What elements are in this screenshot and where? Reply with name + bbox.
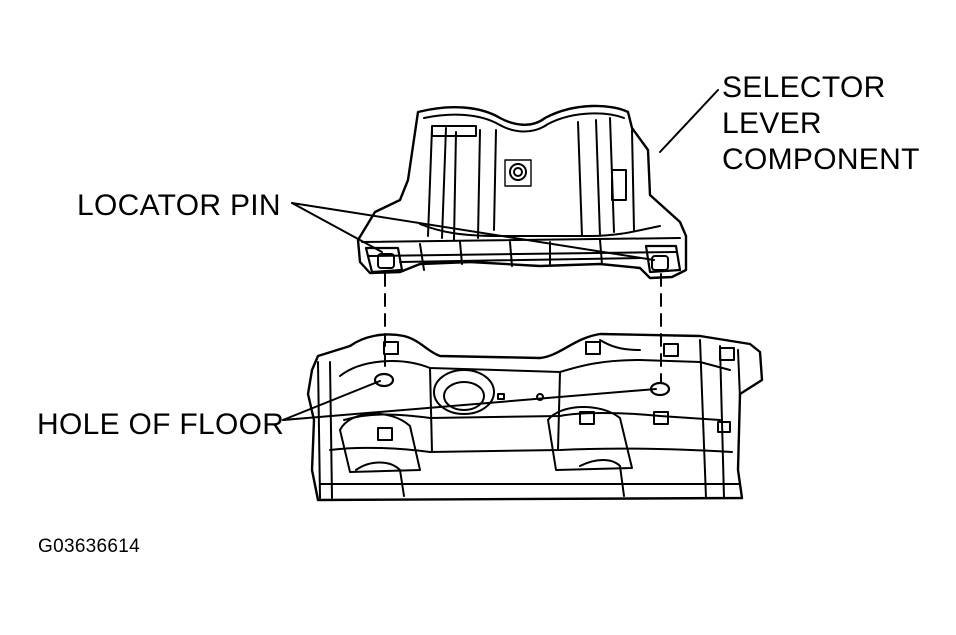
locator-pin-label: LOCATOR PIN: [77, 189, 281, 222]
selector-label-line-3: COMPONENT: [722, 143, 920, 176]
hole-of-floor-label: HOLE OF FLOOR: [37, 408, 285, 441]
leader-lines: [282, 89, 719, 421]
alignment-lines: [384, 273, 662, 383]
figure-code: G03636614: [38, 536, 141, 557]
floor-panel: [306, 332, 764, 502]
selector-lever-component-label: SELECTOR LEVER COMPONENT: [722, 70, 920, 178]
selector-lever-component: [356, 104, 688, 280]
selector-label-line-1: SELECTOR: [722, 71, 886, 104]
selector-label-line-2: LEVER: [722, 107, 822, 140]
